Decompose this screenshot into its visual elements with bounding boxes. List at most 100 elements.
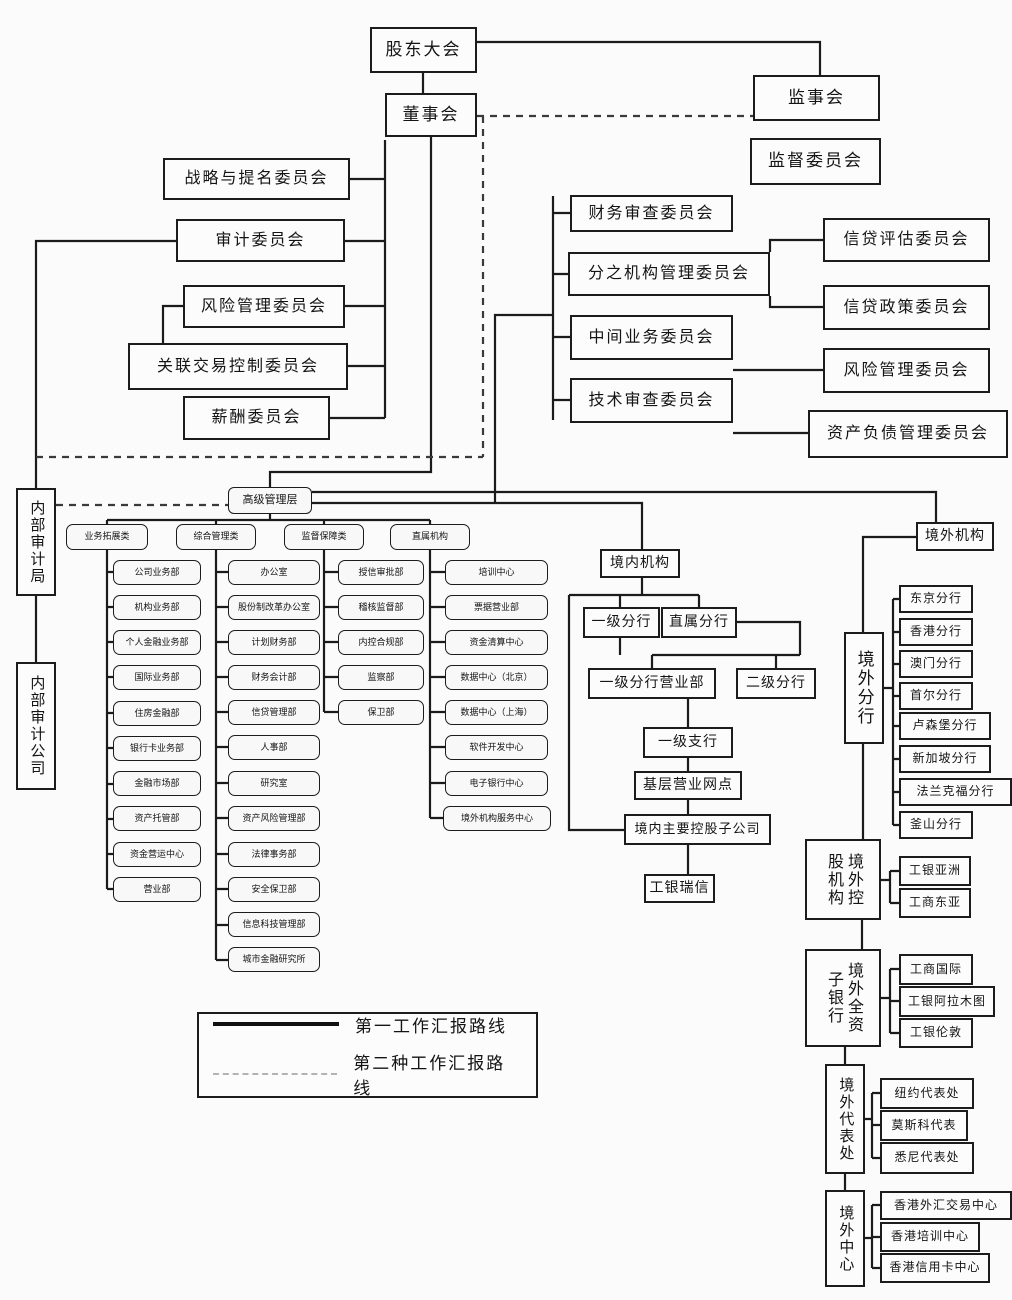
overseas-subsidiary-box: 工银伦敦 [899, 1018, 973, 1048]
overseas-branch-box: 东京分行 [899, 585, 973, 613]
overseas-centers-label-box: 境外中心 [825, 1190, 865, 1287]
dept-box: 安全保卫部 [228, 877, 320, 902]
overseas-holding-label-box: 境外控 股机构 [805, 839, 881, 920]
internal-audit-company-box: 内部审计公司 [16, 662, 56, 790]
overseas-branch-box: 香港分行 [899, 618, 973, 646]
grassroots-outlets-box: 基层营业网点 [634, 771, 742, 800]
wire-overseas [843, 535, 916, 1270]
dept-box: 电子银行中心 [445, 771, 548, 796]
board-of-supervisors-box: 监事会 [753, 75, 880, 121]
legend-first-label: 第一工作汇报路线 [355, 1016, 507, 1036]
overseas-subsidiary-box: 工商国际 [899, 954, 973, 985]
rep-office-box: 莫斯科代表 [880, 1110, 968, 1141]
shareholders-meeting-box: 股东大会 [370, 27, 477, 73]
strategy-nomination-committee-box: 战略与提名委员会 [163, 158, 350, 200]
overseas-holding-box: 工商东亚 [899, 888, 971, 918]
dept-box: 研究室 [228, 771, 320, 796]
risk-management-committee-box: 风险管理委员会 [183, 285, 345, 328]
dept-box: 资产托管部 [113, 806, 201, 831]
dept-box: 股份制改革办公室 [228, 595, 320, 620]
overseas-branch-box: 首尔分行 [899, 682, 973, 710]
rep-office-box: 悉尼代表处 [880, 1142, 974, 1174]
domestic-institutions-box: 境内机构 [600, 549, 680, 578]
group-header-supervision: 监督保障类 [284, 524, 364, 550]
overseas-wholly-owned-label-box: 境外全资 子银行 [805, 949, 881, 1047]
wire-senior-mgmt [105, 490, 938, 549]
dept-box: 住房金融部 [113, 701, 201, 726]
dept-box: 营业部 [113, 877, 201, 902]
wire-board-committees [34, 140, 387, 662]
dept-box: 公司业务部 [113, 560, 201, 585]
wire-mgmt-committees [493, 196, 823, 503]
financial-review-committee-box: 财务审查委员会 [570, 195, 733, 232]
domestic-subsidiaries-box: 境内主要控股子公司 [624, 814, 771, 845]
dept-box: 人事部 [228, 735, 320, 760]
legend-box: 第一工作汇报路线 第二种工作汇报路线 [197, 1012, 538, 1098]
overseas-branch-box: 釜山分行 [899, 811, 973, 839]
wire-domestic [567, 578, 802, 874]
legend-row-first: 第一工作汇报路线 [213, 1012, 522, 1037]
wire-col3 [322, 550, 338, 714]
legend-row-second: 第二种工作汇报路线 [213, 1049, 522, 1099]
direct-branch-box: 直属分行 [661, 607, 737, 638]
overseas-center-box: 香港信用卡中心 [880, 1253, 990, 1283]
overseas-rep-offices-label-box: 境外代表处 [825, 1064, 865, 1174]
dept-box: 票据营业部 [445, 595, 548, 620]
wire-col1 [105, 550, 113, 891]
overseas-subsidiary-box: 工银阿拉木图 [899, 986, 995, 1017]
dept-box: 机构业务部 [113, 595, 201, 620]
dept-box: 国际业务部 [113, 665, 201, 690]
dept-box: 数据中心（北京） [445, 665, 548, 690]
risk-management-committee2-box: 风险管理委员会 [823, 348, 990, 393]
wire-col4 [428, 550, 445, 820]
dept-box: 监察部 [338, 665, 424, 690]
overseas-branch-box: 澳门分行 [899, 650, 973, 678]
group-header-direct: 直属机构 [390, 524, 470, 550]
overseas-branch-box: 卢森堡分行 [899, 712, 991, 740]
wire-governance [268, 40, 822, 487]
dept-box: 资金清算中心 [445, 630, 548, 655]
dept-box: 授信审批部 [338, 560, 424, 585]
dept-box: 内控合规部 [338, 630, 424, 655]
tier1-branch-business-dept-box: 一级分行营业部 [588, 668, 716, 699]
wire-dashed-reporting [36, 114, 753, 507]
group-header-business: 业务拓展类 [66, 524, 148, 550]
dept-box: 数据中心（上海） [445, 700, 548, 725]
overseas-branches-label-box: 境外分行 [844, 632, 884, 744]
audit-committee-box: 审计委员会 [176, 219, 345, 262]
legend-solid-line [213, 1022, 339, 1026]
tier1-sub-branch-box: 一级支行 [643, 727, 733, 758]
dept-box: 城市金融研究所 [228, 947, 320, 972]
remuneration-committee-box: 薪酬委员会 [183, 396, 330, 440]
dept-box: 资金营运中心 [113, 842, 201, 867]
legend-dashed-line [213, 1072, 338, 1075]
dept-box: 办公室 [228, 560, 320, 585]
dept-box: 金融市场部 [113, 771, 201, 796]
supervisory-committee-box: 监督委员会 [750, 138, 881, 185]
intermediate-business-committee-box: 中间业务委员会 [570, 315, 733, 360]
credit-evaluation-committee-box: 信贷评估委员会 [823, 218, 990, 262]
branch-management-committee-box: 分之机构管理委员会 [568, 252, 770, 296]
board-of-directors-box: 董事会 [385, 93, 477, 137]
legend-second-label: 第二种工作汇报路线 [353, 1053, 506, 1098]
dept-box: 信息科技管理部 [228, 912, 320, 937]
dept-box: 境外机构服务中心 [443, 806, 551, 831]
credit-policy-committee-box: 信贷政策委员会 [823, 285, 990, 330]
dept-box: 软件开发中心 [445, 735, 548, 760]
dept-box: 计划财务部 [228, 630, 320, 655]
overseas-institutions-box: 境外机构 [916, 522, 994, 551]
dept-box: 保卫部 [338, 700, 424, 725]
overseas-holding-box: 工银亚洲 [899, 856, 971, 886]
technology-review-committee-box: 技术审查委员会 [570, 378, 733, 423]
overseas-branch-box: 新加坡分行 [899, 745, 991, 773]
asset-liability-committee-box: 资产负债管理委员会 [808, 410, 1008, 458]
overseas-center-box: 香港外汇交易中心 [880, 1191, 1012, 1220]
rep-office-box: 纽约代表处 [880, 1078, 974, 1109]
group-header-admin: 综合管理类 [176, 524, 256, 550]
overseas-branch-box: 法兰克福分行 [899, 778, 1012, 806]
dept-box: 资产风险管理部 [228, 806, 320, 831]
dept-box: 信贷管理部 [228, 700, 320, 725]
dept-box: 法律事务部 [228, 842, 320, 867]
